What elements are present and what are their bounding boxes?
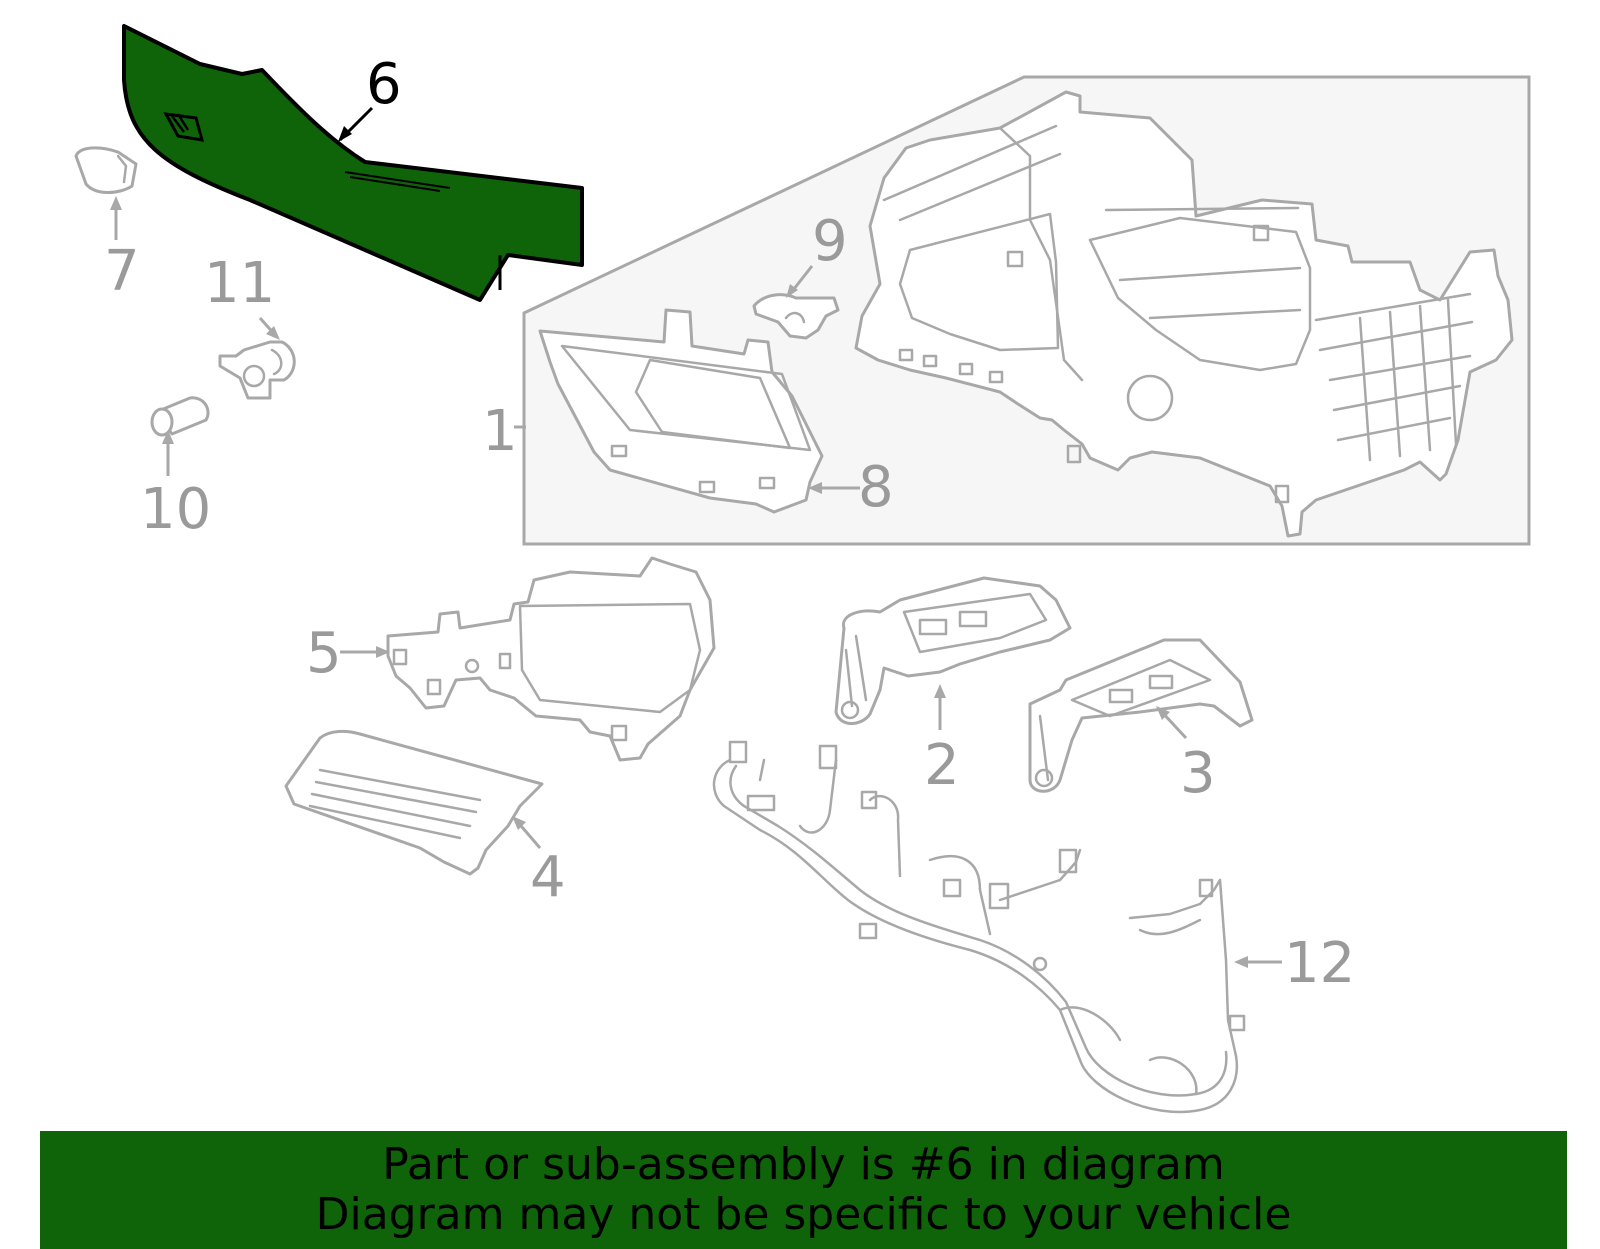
part-12-wiring-harness[interactable] [712, 740, 1246, 1114]
disclaimer-banner: Part or sub-assembly is #6 in diagram Di… [40, 1131, 1567, 1249]
callout-9: 9 [812, 209, 848, 274]
part-7-clip[interactable] [74, 146, 138, 194]
leader-lines [110, 106, 1282, 968]
banner-line-part-number: Part or sub-assembly is #6 in diagram [382, 1139, 1225, 1190]
callout-5: 5 [306, 621, 342, 686]
part-6-trim-panel[interactable] [122, 24, 584, 302]
callout-4: 4 [530, 845, 566, 910]
arrowhead-6 [338, 126, 352, 142]
callout-numbers: 6 7 11 10 1 8 9 5 4 2 3 12 [104, 52, 1355, 996]
part-1-console-frame[interactable] [854, 90, 1514, 538]
callout-12: 12 [1284, 931, 1355, 996]
callout-3: 3 [1180, 741, 1216, 806]
part-5-bracket[interactable] [386, 556, 716, 762]
callout-7: 7 [104, 239, 140, 304]
callout-1: 1 [482, 399, 518, 464]
part-4-trim-cover[interactable] [284, 729, 544, 876]
callout-6: 6 [366, 52, 402, 117]
callout-2: 2 [924, 733, 960, 798]
part-8-bezel[interactable] [538, 308, 824, 514]
callout-11: 11 [204, 251, 275, 316]
callout-8: 8 [858, 455, 894, 520]
part-3-mount-bracket[interactable] [1028, 638, 1254, 793]
callout-10: 10 [140, 477, 211, 542]
part-2-mount-bracket[interactable] [834, 576, 1072, 725]
banner-line-disclaimer: Diagram may not be specific to your vehi… [315, 1189, 1292, 1240]
part-10-socket[interactable] [150, 396, 210, 437]
part-9-switch[interactable] [752, 293, 840, 340]
part-11-bracket[interactable] [218, 340, 296, 400]
